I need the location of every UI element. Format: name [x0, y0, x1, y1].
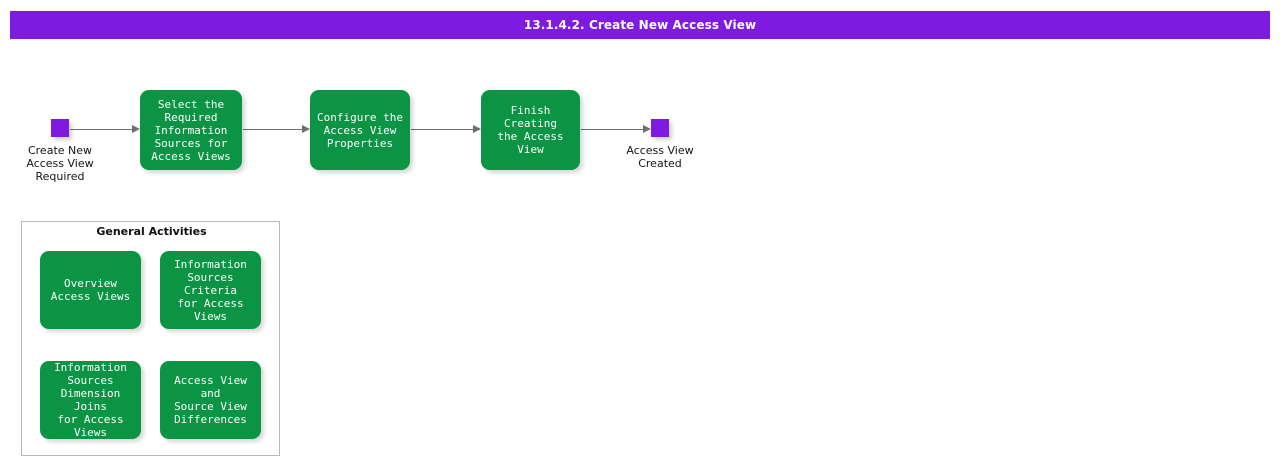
connector-configure-to-finish [411, 129, 473, 130]
connector-finish-to-end [581, 129, 643, 130]
activity-configure-access-view-properties[interactable]: Configure the Access View Properties [310, 90, 410, 170]
start-terminator[interactable] [51, 119, 69, 137]
end-terminator[interactable] [651, 119, 669, 137]
activity-overview-access-views[interactable]: Overview Access Views [40, 251, 141, 329]
connector-select-to-configure [243, 129, 302, 130]
page-title: 13.1.4.2. Create New Access View [523, 18, 757, 32]
arrowhead-configure-to-finish [473, 125, 481, 133]
activity-access-view-source-view-differences[interactable]: Access View and Source View Differences [160, 361, 261, 439]
connector-start-to-select [70, 129, 132, 130]
activity-finish-creating-access-view[interactable]: Finish Creating the Access View [481, 90, 580, 170]
start-terminator-label: Create New Access View Required [26, 144, 94, 183]
activity-select-information-sources[interactable]: Select the Required Information Sources … [140, 90, 242, 170]
arrowhead-select-to-configure [302, 125, 310, 133]
activity-information-sources-criteria[interactable]: Information Sources Criteria for Access … [160, 251, 261, 329]
page-title-bar: 13.1.4.2. Create New Access View [10, 11, 1270, 39]
activity-information-sources-dimension-joins[interactable]: Information Sources Dimension Joins for … [40, 361, 141, 439]
arrowhead-start-to-select [132, 125, 140, 133]
end-terminator-label: Access View Created [626, 144, 694, 170]
arrowhead-finish-to-end [643, 125, 651, 133]
general-activities-title: General Activities [96, 225, 207, 238]
